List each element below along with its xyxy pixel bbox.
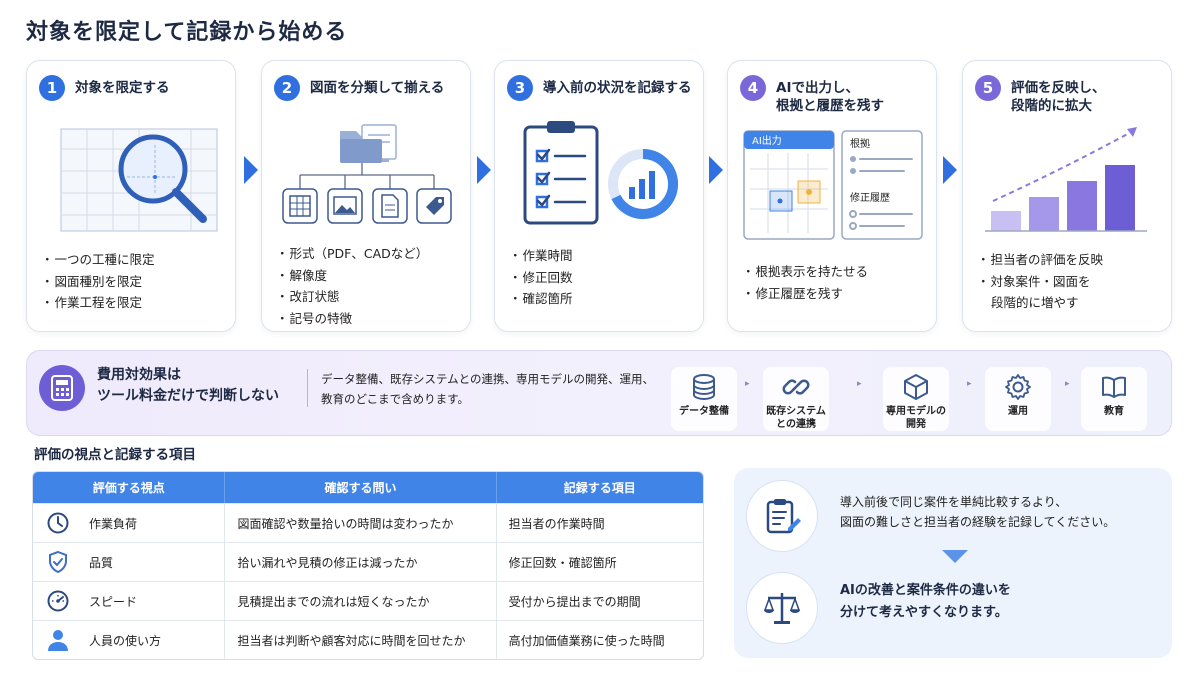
- step-card-1: 1 対象を限定する 一つの工種に限定 図面種別を限定 作業工程を限定: [26, 60, 236, 332]
- column-header: 確認する問い: [225, 472, 497, 503]
- bullet-item: 改訂状態: [290, 286, 464, 308]
- step-number: 3: [507, 75, 533, 101]
- dot-separator: ▸: [857, 379, 862, 389]
- magnifier-blueprint-illustration: [27, 119, 235, 259]
- table-row: 品質 拾い漏れや見積の修正は減ったか 修正回数・確認箇所: [33, 542, 703, 581]
- down-triangle-icon: [942, 550, 968, 563]
- bullet-item: 解像度: [290, 265, 464, 287]
- record-cell: 担当者の作業時間: [508, 516, 605, 531]
- cost-item-label: 既存システム との連携: [766, 406, 826, 430]
- cost-item-label: 専用モデルの 開発: [886, 406, 946, 430]
- bullet-item: 記号の特徴: [290, 308, 464, 330]
- step-number: 4: [740, 75, 766, 101]
- bullet-item: 修正履歴を残す: [756, 283, 930, 305]
- ai-output-label: AI出力: [752, 134, 782, 147]
- question-cell: 担当者は判断や顧客対応に時間を回せたか: [237, 633, 466, 648]
- cost-item-operation: 運用: [985, 367, 1051, 431]
- cost-item-label: データ整備: [679, 406, 729, 417]
- cube-icon: [904, 374, 928, 400]
- cost-description: データ整備、既存システムとの連携、専用モデルの開発、運用、 教育のどこまで含めり…: [321, 372, 655, 406]
- gear-icon: [1005, 374, 1031, 400]
- bullet-item: 修正回数: [523, 267, 697, 289]
- bullet-item: 根拠表示を持たせる: [756, 261, 930, 283]
- question-cell: 拾い漏れや見積の修正は減ったか: [237, 555, 418, 570]
- bullet-item: 担当者の評価を反映: [991, 249, 1165, 271]
- evaluation-section-title: 評価の視点と記録する項目: [34, 447, 196, 463]
- book-icon: [1102, 376, 1126, 398]
- bullet-item: 作業時間: [523, 245, 697, 267]
- step-title: 導入前の状況を記録する: [543, 80, 692, 96]
- table-header: 評価する視点 確認する問い 記録する項目: [33, 472, 703, 503]
- cost-item-data: データ整備: [671, 367, 737, 431]
- step-title: 対象を限定する: [75, 80, 170, 96]
- cost-effectiveness-band: 費用対効果は ツール料金だけで判断しない データ整備、既存システムとの連携、専用…: [26, 350, 1172, 436]
- view-cell: 作業負荷: [89, 516, 138, 531]
- checklist-chart-illustration: [495, 119, 703, 259]
- evidence-label: 根拠: [850, 137, 870, 150]
- divider: [307, 369, 308, 407]
- clipboard-edit-icon: [746, 480, 818, 552]
- step-card-5: 5 評価を反映し、 段階的に拡大 担当者の評価を反映 対象案件・図面を 段階的に…: [962, 60, 1172, 332]
- flow-arrow-icon: [943, 156, 957, 184]
- cost-title: 費用対効果は ツール料金だけで判断しない: [97, 367, 279, 404]
- evaluation-table: 評価する視点 確認する問い 記録する項目 作業負荷 図面確認や数量拾いの時間は変…: [32, 471, 704, 660]
- bullet-item: 図面種別を限定: [55, 271, 229, 293]
- step-card-3: 3 導入前の状況を記録する 作業時間 修正回数 確認箇所: [494, 60, 704, 332]
- growth-chart-illustration: [963, 119, 1171, 259]
- step-card-2: 2 図面を分類して揃える: [261, 60, 471, 332]
- view-cell: スピード: [89, 594, 138, 609]
- cost-item-integration: 既存システム との連携: [763, 367, 829, 431]
- dot-separator: ▸: [1065, 379, 1070, 389]
- column-header: 評価する視点: [33, 472, 226, 503]
- dot-separator: ▸: [967, 379, 972, 389]
- flow-arrow-icon: [477, 156, 491, 184]
- view-cell: 人員の使い方: [89, 633, 162, 648]
- advice-panel: 導入前後で同じ案件を単純比較するより、 図面の難しさと担当者の経験を記録してくだ…: [734, 468, 1172, 658]
- step-card-4: 4 AIで出力し、 根拠と履歴を残す AI出力 根拠 修正履歴: [727, 60, 937, 332]
- advice-conclusion: AIの改善と案件条件の違いを 分けて考えやすくなります。: [840, 583, 1011, 620]
- database-icon: [693, 374, 715, 401]
- page-title: 対象を限定して記録から始める: [26, 20, 348, 45]
- bullet-item: 作業工程を限定: [55, 292, 229, 314]
- person-icon: [45, 627, 71, 653]
- flow-arrow-icon: [709, 156, 723, 184]
- step-title: 図面を分類して揃える: [310, 80, 445, 96]
- cost-item-label: 教育: [1104, 406, 1124, 417]
- file-classification-illustration: [262, 119, 470, 259]
- speedometer-icon: [45, 588, 71, 614]
- record-cell: 修正回数・確認箇所: [508, 555, 617, 570]
- link-icon: [782, 379, 810, 395]
- advice-text: 導入前後で同じ案件を単純比較するより、 図面の難しさと担当者の経験を記録してくだ…: [840, 495, 1116, 529]
- question-cell: 図面確認や数量拾いの時間は変わったか: [237, 516, 454, 531]
- cost-item-label: 運用: [1008, 406, 1028, 417]
- calculator-icon: [39, 365, 85, 411]
- clock-icon: [45, 510, 71, 536]
- record-cell: 高付加価値業務に使った時間: [508, 633, 665, 648]
- table-row: スピード 見積提出までの流れは短くなったか 受付から提出までの期間: [33, 581, 703, 620]
- question-cell: 見積提出までの流れは短くなったか: [237, 594, 430, 609]
- bullet-item: 形式（PDF、CADなど）: [290, 243, 464, 265]
- cost-item-model: 専用モデルの 開発: [883, 367, 949, 431]
- step-title: AIで出力し、 根拠と履歴を残す: [776, 80, 884, 114]
- table-row: 人員の使い方 担当者は判断や顧客対応に時間を回せたか 高付加価値業務に使った時間: [33, 620, 703, 659]
- scale-icon: [746, 572, 818, 644]
- ai-output-illustration: AI出力 根拠 修正履歴: [728, 119, 936, 259]
- flow-arrow-icon: [244, 156, 258, 184]
- step-number: 2: [274, 75, 300, 101]
- column-header: 記録する項目: [563, 481, 636, 495]
- record-cell: 受付から提出までの期間: [508, 594, 641, 609]
- step-number: 5: [975, 75, 1001, 101]
- view-cell: 品質: [89, 555, 114, 570]
- step-title: 評価を反映し、 段階的に拡大: [1011, 80, 1106, 114]
- cost-item-education: 教育: [1081, 367, 1147, 431]
- table-row: 作業負荷 図面確認や数量拾いの時間は変わったか 担当者の作業時間: [33, 503, 703, 542]
- shield-check-icon: [45, 549, 71, 575]
- bullet-item: 一つの工種に限定: [55, 249, 229, 271]
- step-number: 1: [39, 75, 65, 101]
- bullet-item: 対象案件・図面を 段階的に増やす: [991, 271, 1165, 314]
- bullet-item: 確認箇所: [523, 288, 697, 310]
- history-label: 修正履歴: [850, 191, 890, 204]
- dot-separator: ▸: [745, 379, 750, 389]
